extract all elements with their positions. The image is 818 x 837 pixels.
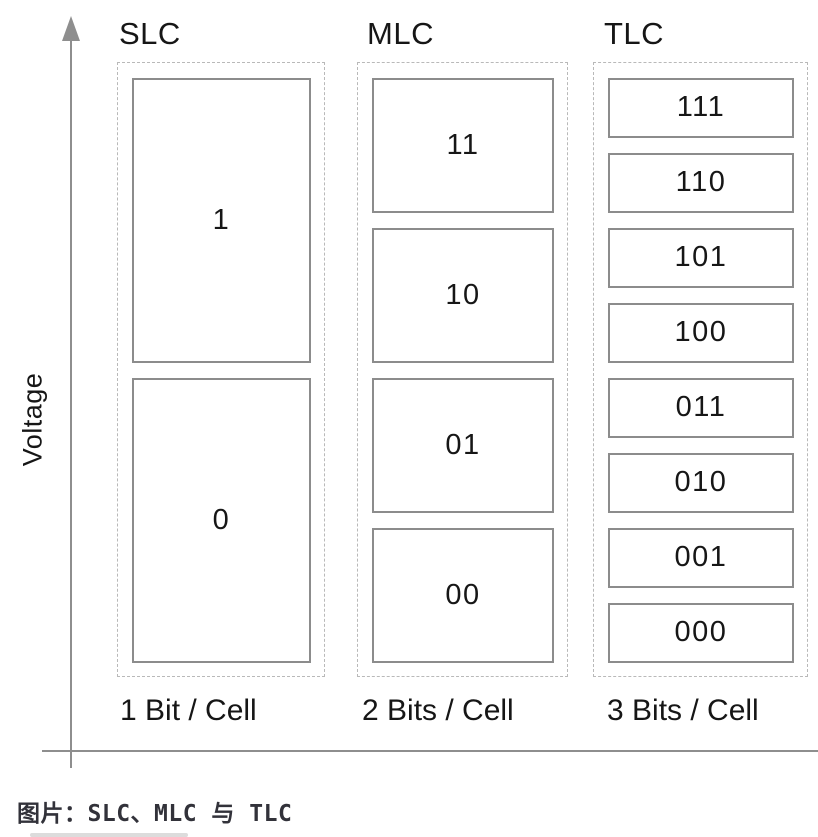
column-frame-tlc: 111 110 101 100 011 010 001 000: [593, 62, 808, 677]
cell-tlc-111: 111: [608, 77, 794, 138]
x-axis-line: [42, 750, 818, 752]
column-title-mlc: MLC: [367, 16, 434, 51]
column-bits-label-mlc: 2 Bits / Cell: [362, 694, 514, 727]
column-title-slc: SLC: [119, 16, 181, 51]
y-axis-line: [70, 34, 72, 768]
cell-mlc-11: 11: [372, 77, 554, 213]
column-bits-label-slc: 1 Bit / Cell: [120, 694, 257, 727]
cell-mlc-10: 10: [372, 227, 554, 363]
cell-slc-1: 1: [132, 77, 311, 363]
cell-tlc-010: 010: [608, 452, 794, 513]
cell-tlc-110: 110: [608, 152, 794, 213]
column-mlc: MLC 11 10 01 00 2 Bits / Cell: [357, 16, 568, 740]
cell-tlc-100: 100: [608, 302, 794, 363]
cell-tlc-000: 000: [608, 602, 794, 663]
y-axis-label: Voltage: [17, 372, 48, 467]
column-title-tlc: TLC: [604, 16, 665, 51]
column-bits-label-tlc: 3 Bits / Cell: [607, 694, 759, 727]
column-frame-mlc: 11 10 01 00: [357, 62, 568, 677]
cell-tlc-011: 011: [608, 377, 794, 438]
cell-tlc-101: 101: [608, 227, 794, 288]
cell-tlc-001: 001: [608, 527, 794, 588]
cell-mlc-01: 01: [372, 377, 554, 513]
cell-mlc-00: 00: [372, 527, 554, 663]
cell-slc-0: 0: [132, 377, 311, 663]
cutoff-text-hint: [30, 833, 188, 837]
column-tlc: TLC 111 110 101 100 011 010 001 000 3 Bits / Ce…: [593, 16, 808, 740]
image-caption: 图片：SLC、MLC 与 TLC: [17, 801, 293, 827]
y-axis-arrowhead-icon: [62, 16, 80, 41]
